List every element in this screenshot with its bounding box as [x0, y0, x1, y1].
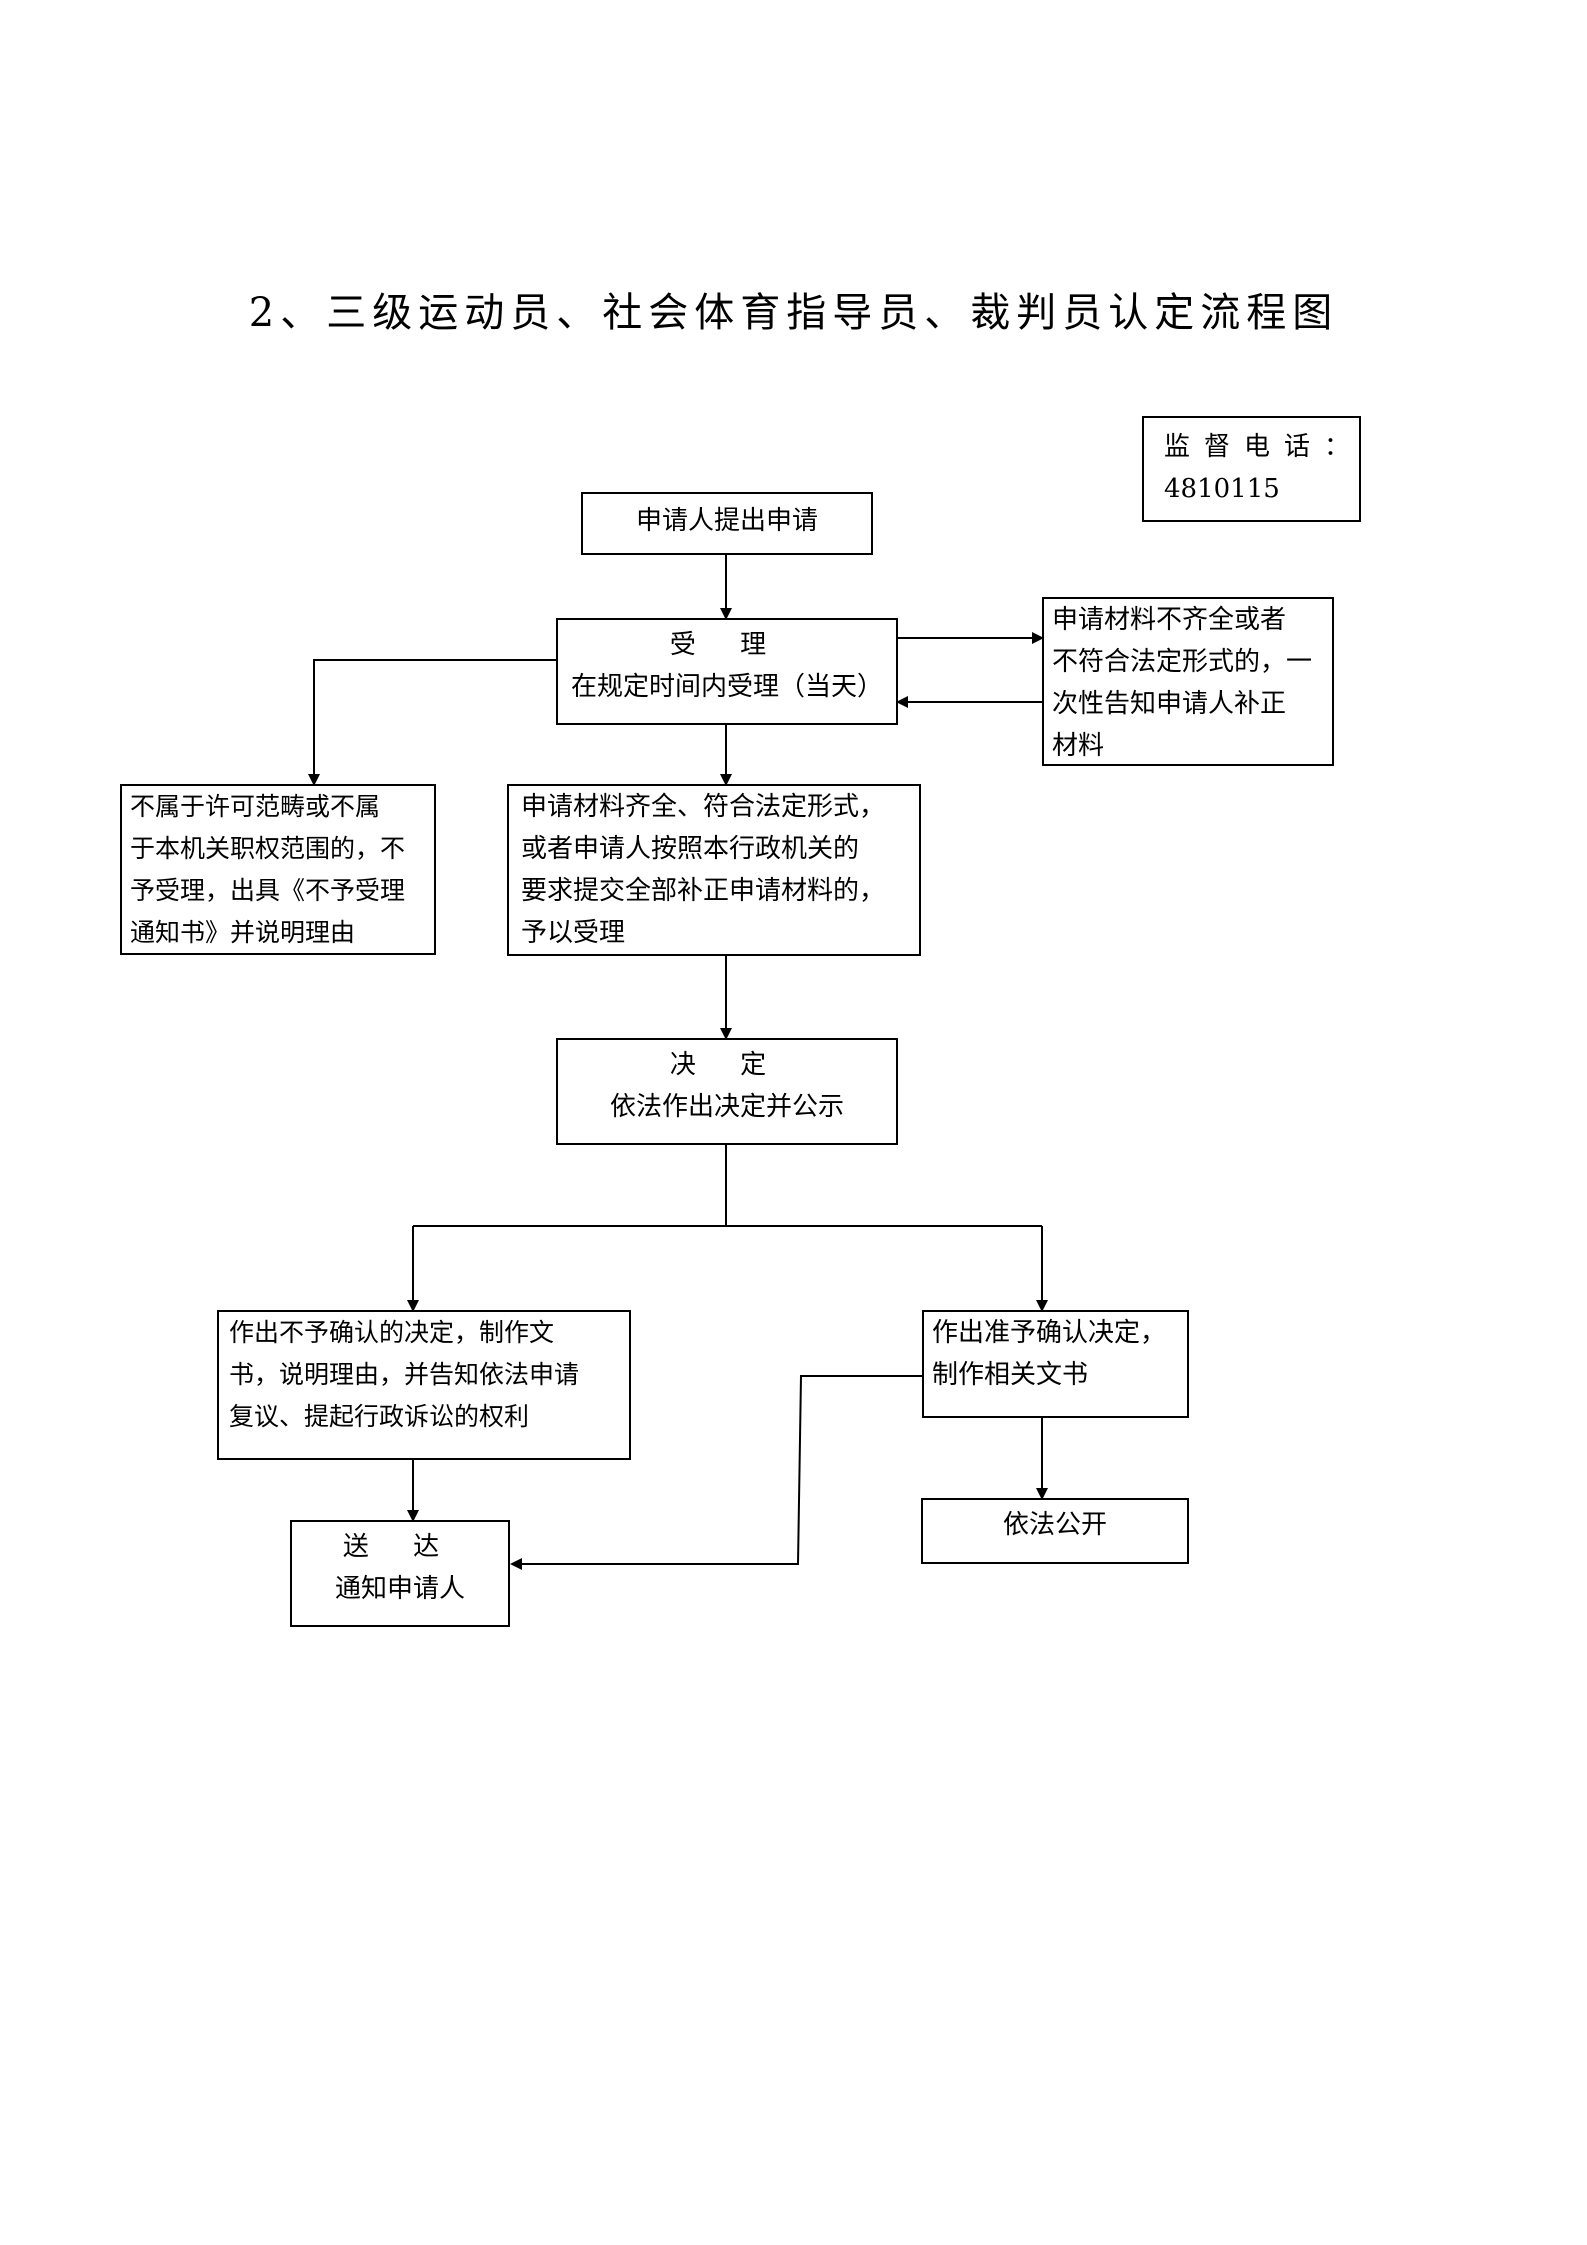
node-incomplete-line-1: 申请材料不齐全或者 [1052, 605, 1287, 635]
node-reject: 不属于许可范畴或不属 于本机关职权范围的，不 予受理，出具《不予受理 通知书》并… [120, 784, 436, 955]
node-accept: 受 理 在规定时间内受理（当天） [556, 618, 898, 725]
node-incomplete-line-3: 次性告知申请人补正 [1052, 689, 1287, 719]
node-apply-text: 申请人提出申请 [635, 506, 818, 536]
node-deny: 作出不予确认的决定，制作文 书，说明理由，并告知依法申请 复议、提起行政诉讼的权… [217, 1310, 631, 1460]
node-incomplete-line-2: 不符合法定形式的，一 [1052, 647, 1313, 677]
node-decide: 决 定 依法作出决定并公示 [556, 1038, 898, 1145]
hotline-box: 监督电话： 4810115 [1142, 416, 1361, 522]
hotline-label: 监督电话： [1164, 432, 1361, 462]
node-incomplete: 申请材料不齐全或者 不符合法定形式的，一 次性告知申请人补正 材料 [1042, 597, 1334, 766]
node-approve-line-2: 制作相关文书 [932, 1360, 1089, 1390]
node-approve: 作出准予确认决定， 制作相关文书 [922, 1310, 1189, 1418]
node-incomplete-line-4: 材料 [1052, 731, 1105, 761]
node-reject-line-2: 于本机关职权范围的，不 [130, 834, 406, 863]
node-complete: 申请材料齐全、符合法定形式， 或者申请人按照本行政机关的 要求提交全部补正申请材… [507, 784, 921, 956]
node-approve-line-1: 作出准予确认决定， [932, 1318, 1167, 1348]
node-complete-line-1: 申请材料齐全、符合法定形式， [521, 792, 886, 822]
arrow-approve-to-deliver [510, 1375, 922, 1570]
node-complete-line-3: 要求提交全部补正申请材料的， [521, 876, 886, 906]
node-complete-line-2: 或者申请人按照本行政机关的 [521, 834, 860, 864]
node-reject-line-4: 通知书》并说明理由 [130, 918, 356, 947]
node-decide-text: 依法作出决定并公示 [609, 1092, 844, 1122]
node-deliver: 送 达 通知申请人 [290, 1520, 510, 1627]
page-title: 2、三级运动员、社会体育指导员、裁判员认定流程图 [248, 290, 1339, 336]
node-deny-line-1: 作出不予确认的决定，制作文 [229, 1318, 555, 1347]
node-deliver-heading: 送 达 [342, 1532, 458, 1562]
node-complete-line-4: 予以受理 [521, 918, 626, 948]
node-deliver-text: 通知申请人 [334, 1574, 465, 1604]
node-publish: 依法公开 [921, 1498, 1189, 1564]
node-decide-heading: 决 定 [669, 1050, 785, 1080]
node-publish-text: 依法公开 [1002, 1510, 1107, 1540]
node-accept-heading: 受 理 [669, 630, 785, 660]
node-reject-line-1: 不属于许可范畴或不属 [130, 792, 381, 821]
hotline-number: 4810115 [1164, 474, 1280, 504]
node-reject-line-3: 予受理，出具《不予受理 [130, 876, 406, 905]
node-accept-text: 在规定时间内受理（当天） [570, 672, 883, 702]
node-apply: 申请人提出申请 [581, 492, 873, 555]
node-deny-line-3: 复议、提起行政诉讼的权利 [229, 1402, 530, 1431]
arrow-accept-to-reject [308, 659, 556, 786]
node-deny-line-2: 书，说明理由，并告知依法申请 [229, 1360, 580, 1389]
